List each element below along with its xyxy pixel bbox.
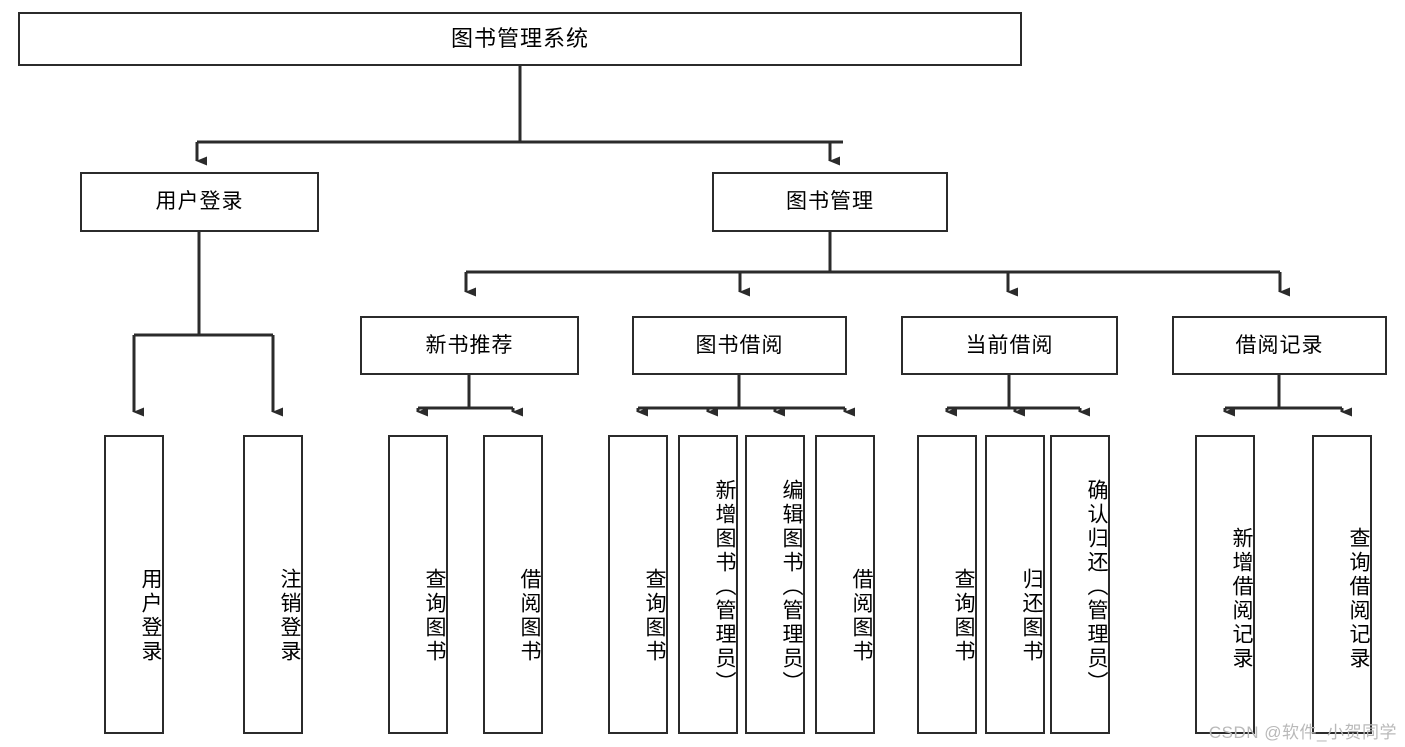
leaf-borrow-book-new-rec[interactable]: 借阅图书: [483, 435, 543, 734]
leaf-add-borrow-record[interactable]: 新增借阅记录: [1195, 435, 1255, 734]
node-new-book-rec[interactable]: 新书推荐: [360, 316, 579, 375]
node-book-manage[interactable]: 图书管理: [712, 172, 948, 232]
node-current-borrow[interactable]: 当前借阅: [901, 316, 1118, 375]
leaf-query-borrow-record[interactable]: 查询借阅记录: [1312, 435, 1372, 734]
node-book-borrow[interactable]: 图书借阅: [632, 316, 847, 375]
leaf-query-book-new-rec[interactable]: 查询图书: [388, 435, 448, 734]
node-user-login[interactable]: 用户登录: [80, 172, 319, 232]
leaf-query-book-current[interactable]: 查询图书: [917, 435, 977, 734]
leaf-add-book-admin[interactable]: 新增图书（管理员）: [678, 435, 738, 734]
leaf-logout-login[interactable]: 注销登录: [243, 435, 303, 734]
leaf-query-book-borrow[interactable]: 查询图书: [608, 435, 668, 734]
leaf-confirm-return-admin[interactable]: 确认归还（管理员）: [1050, 435, 1110, 734]
node-root[interactable]: 图书管理系统: [18, 12, 1022, 66]
leaf-edit-book-admin[interactable]: 编辑图书（管理员）: [745, 435, 805, 734]
leaf-borrow-book-borrow[interactable]: 借阅图书: [815, 435, 875, 734]
leaf-return-book[interactable]: 归还图书: [985, 435, 1045, 734]
node-borrow-record[interactable]: 借阅记录: [1172, 316, 1387, 375]
leaf-user-login[interactable]: 用户登录: [104, 435, 164, 734]
watermark-text: CSDN @软件_小贺同学: [1208, 723, 1397, 742]
